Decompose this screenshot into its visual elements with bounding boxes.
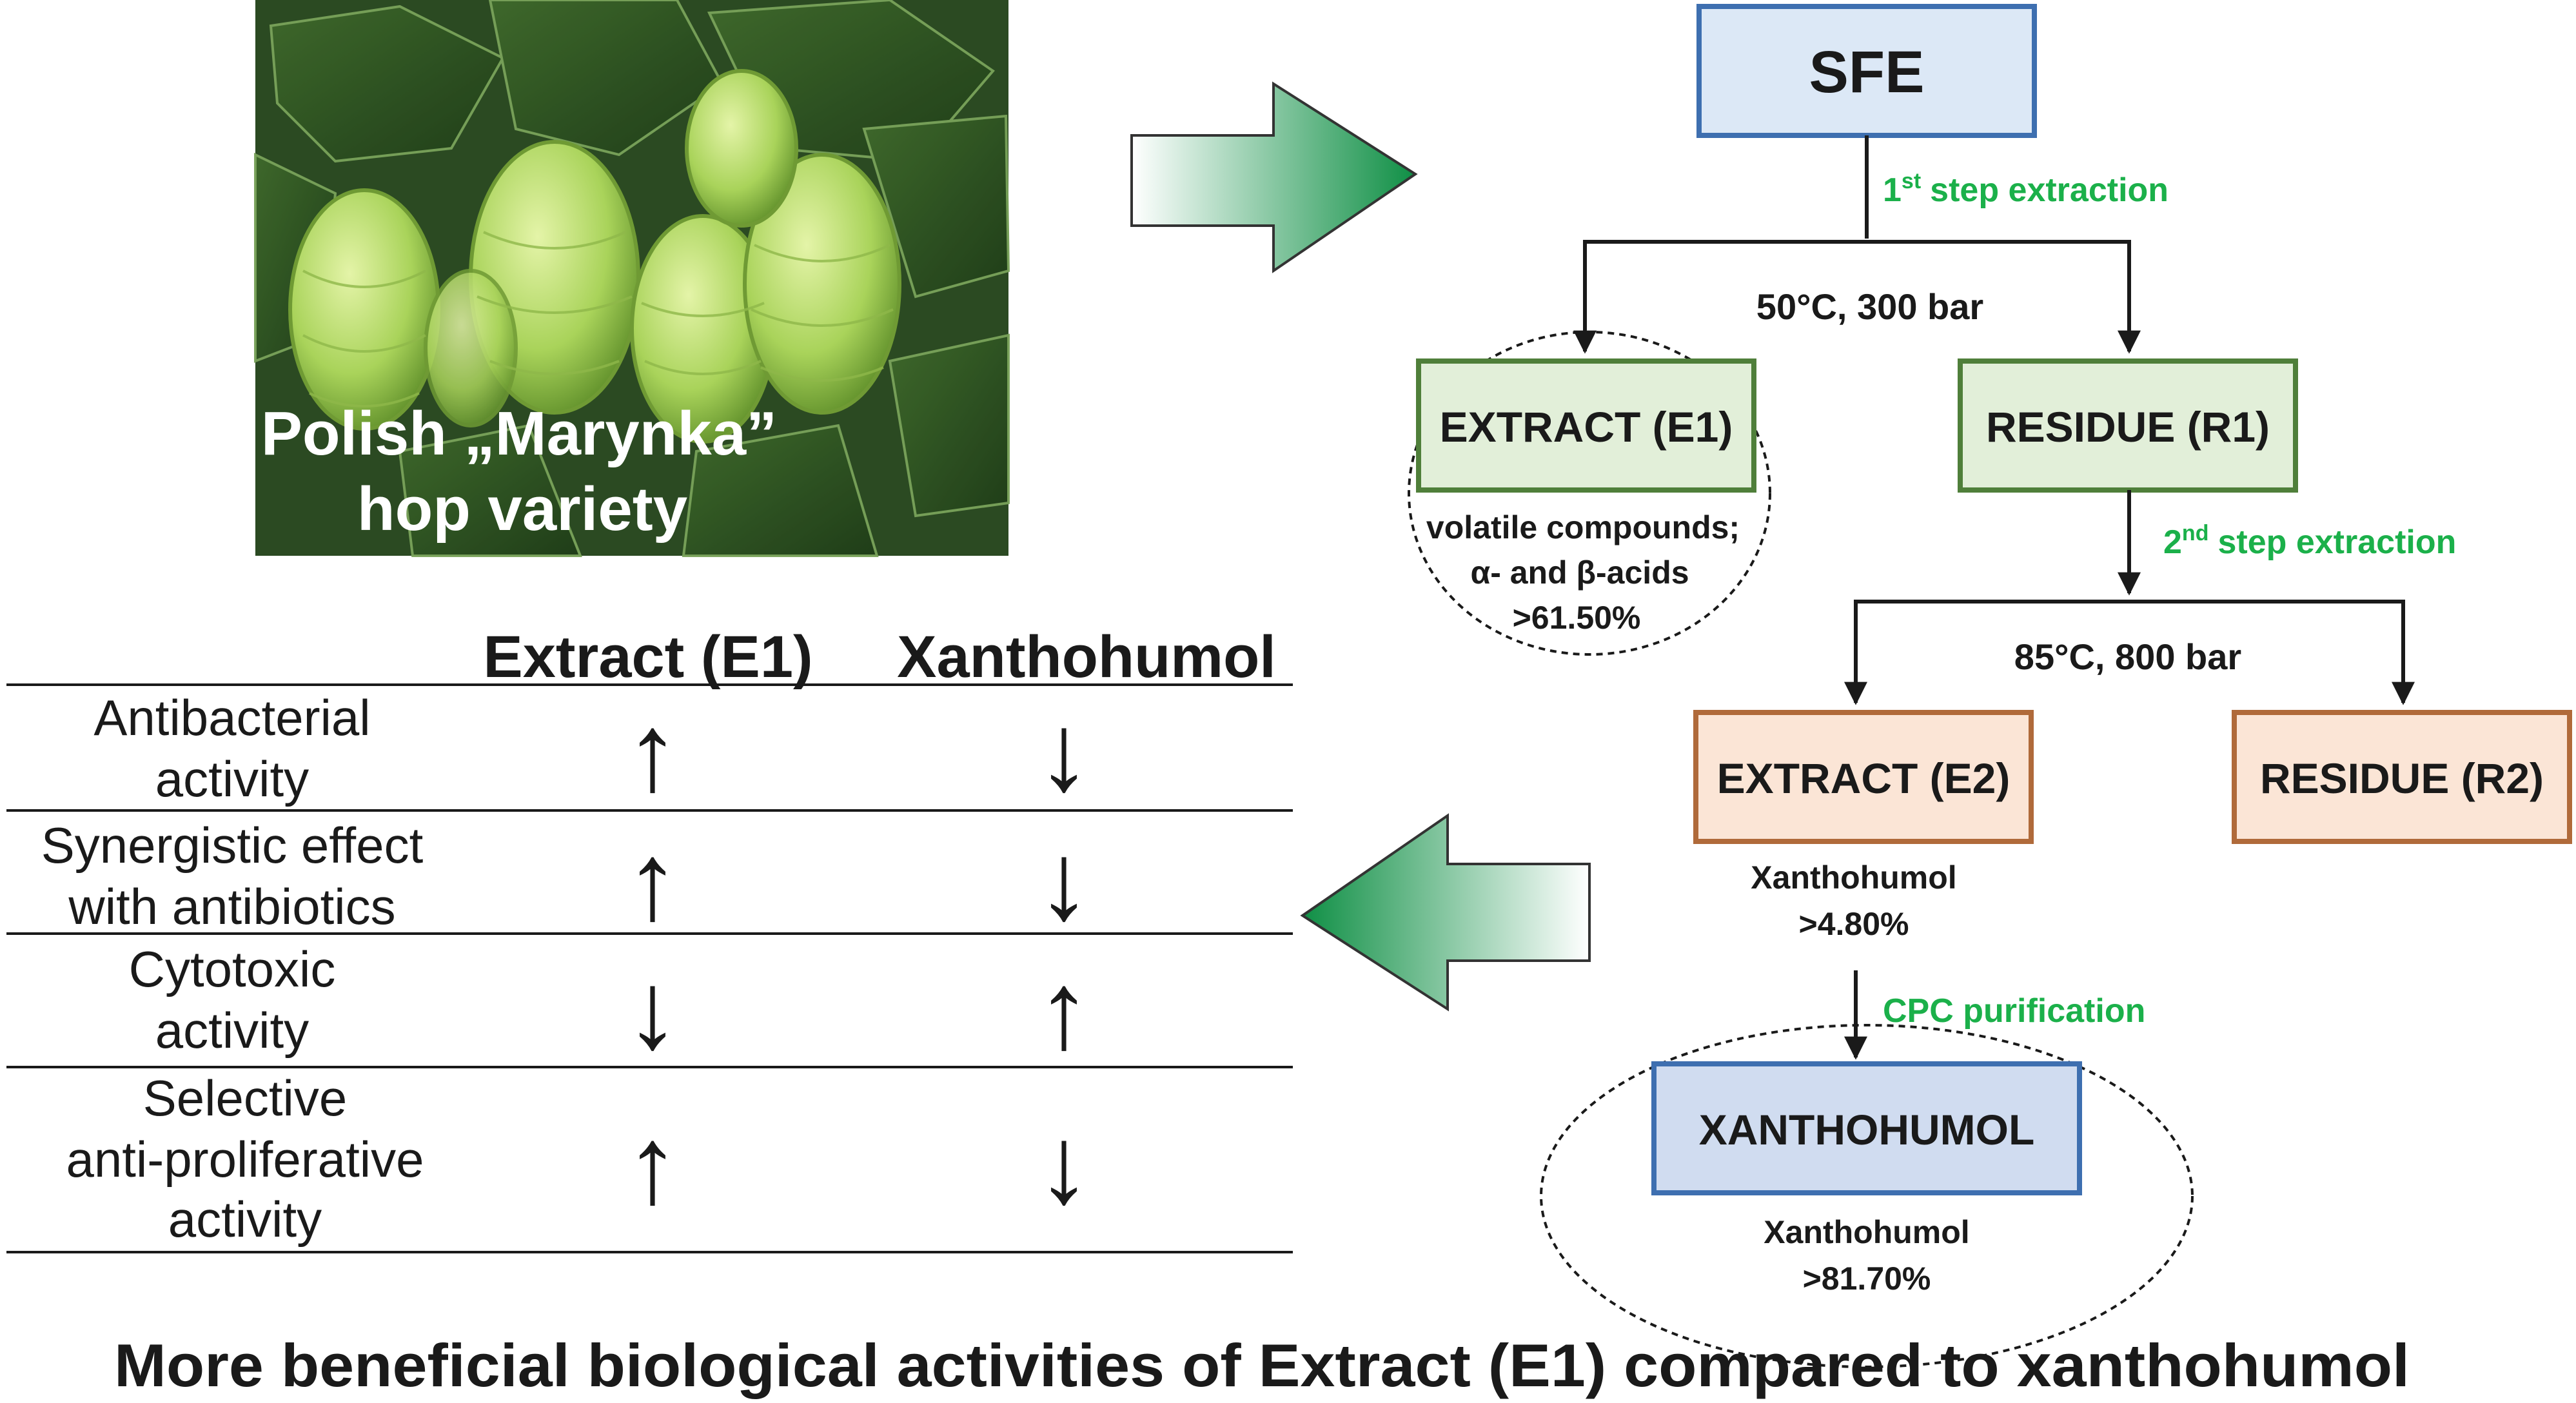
e1-highlight-ellipse (1408, 331, 1771, 656)
xanthohumol-highlight-ellipse (1540, 1024, 2194, 1368)
e1-trend-arrow: ↓ (625, 949, 680, 1072)
condition-2: 85°C, 800 bar (2014, 636, 2241, 677)
e1-note-line1: volatile compounds; (1426, 509, 1740, 545)
extract-e2-label: EXTRACT (E2) (1717, 754, 2011, 802)
sfe-box (1696, 4, 2037, 138)
right-flow-arrow (1130, 81, 1418, 273)
e2-note-line2: >4.80% (1799, 906, 1909, 942)
table-row: Antibacterial activity ↑ ↓ (93, 689, 1091, 814)
xan-trend-arrow: ↓ (1037, 820, 1092, 943)
sfe-label: SFE (1809, 39, 1925, 105)
extract-e1-box (1416, 358, 1756, 493)
xan-trend-arrow: ↓ (1037, 1104, 1092, 1226)
row-label: with antibiotics (68, 878, 395, 935)
row-label: activity (168, 1191, 322, 1248)
e1-trend-arrow: ↑ (625, 1104, 680, 1226)
table-row: Selective anti-proliferative activity ↑ … (66, 1070, 1092, 1248)
residue-r1-box (1958, 358, 2298, 493)
activity-table: Extract (E1) Xanthohumol Antibacterial a… (6, 624, 1293, 1253)
e2-note-line1: Xanthohumol (1751, 859, 1956, 896)
residue-r2-box (2232, 710, 2572, 844)
header-xanthohumol: Xanthohumol (897, 624, 1276, 690)
e1-note-line3: >61.50% (1513, 600, 1641, 636)
hop-photo: Polish „Marynka” hop variety (254, 0, 1010, 557)
photo-caption-line1: Polish „Marynka” (261, 399, 777, 468)
xan-trend-arrow: ↓ (1037, 691, 1092, 814)
row-label: Selective (143, 1070, 348, 1126)
residue-r1-label: RESIDUE (R1) (1986, 403, 2270, 451)
e1-trend-arrow: ↑ (625, 820, 680, 943)
row-label: Cytotoxic (129, 941, 336, 997)
left-flow-arrow (1300, 813, 1591, 1012)
header-extract-e1: Extract (E1) (483, 624, 812, 690)
conclusion-text: More beneficial biological activities of… (114, 1331, 2410, 1399)
extract-e2-box (1693, 710, 2034, 844)
xan-trend-arrow: ↑ (1037, 949, 1092, 1072)
residue-r2-label: RESIDUE (R2) (2260, 754, 2544, 802)
row-label: activity (155, 1002, 309, 1059)
xanthohumol-box (1651, 1061, 2082, 1195)
extract-e1-label: EXTRACT (E1) (1440, 403, 1733, 451)
table-row: Synergistic effect with antibiotics ↑ ↓ (41, 817, 1092, 943)
hop-cones (288, 69, 901, 444)
row-label: Antibacterial (93, 689, 370, 746)
e1-note-line2: α- and β-acids (1470, 554, 1689, 591)
xanthohumol-label: XANTHOHUMOL (1699, 1106, 2035, 1153)
row-label: activity (155, 751, 309, 807)
xan-note-line2: >81.70% (1803, 1261, 1931, 1297)
table-row: Cytotoxic activity ↓ ↑ (129, 941, 1092, 1072)
row-label: Synergistic effect (41, 817, 424, 874)
row-label: anti-proliferative (66, 1131, 424, 1188)
condition-1: 50°C, 300 bar (1756, 286, 1983, 327)
hop-leaves (254, 0, 1010, 557)
cpc-label: CPC purification (1883, 992, 2145, 1030)
xan-note-line1: Xanthohumol (1764, 1214, 1969, 1250)
e1-trend-arrow: ↑ (625, 691, 680, 814)
photo-caption-line2: hop variety (357, 475, 687, 544)
hop-cone-scales (302, 231, 894, 407)
